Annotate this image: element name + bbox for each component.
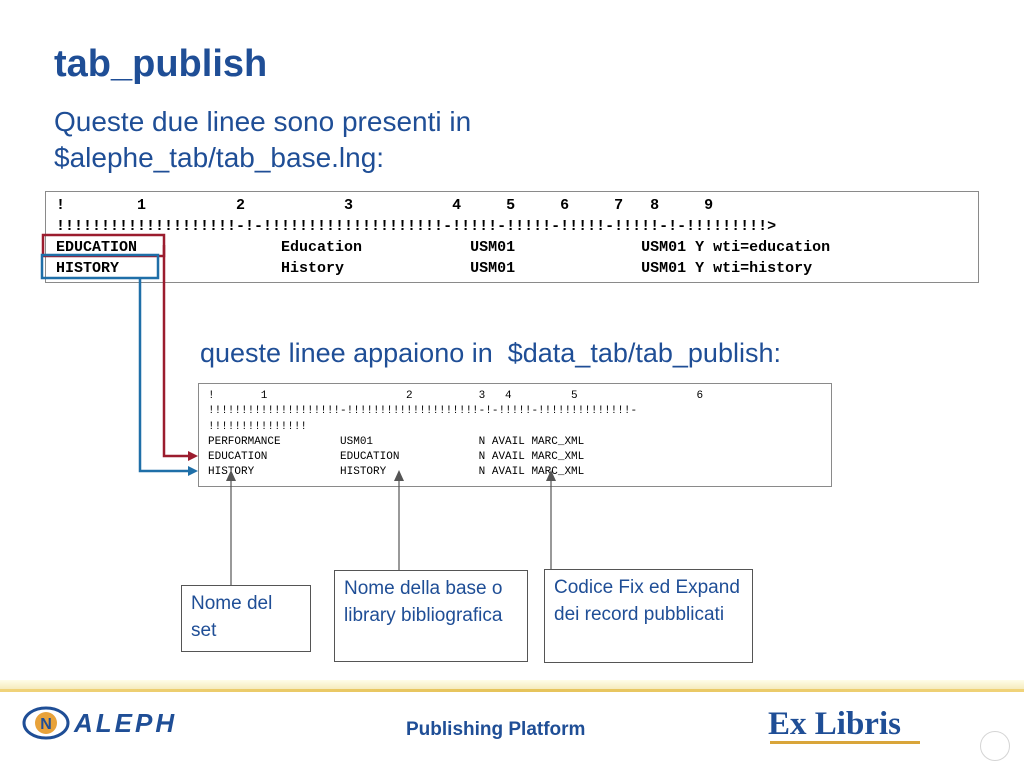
- aleph-logo: N ALEPH: [22, 706, 177, 740]
- tab-base-line-education: EDUCATION Education USM01 USM01 Y wti=ed…: [56, 239, 831, 256]
- middle-caption: queste linee appaiono in $data_tab/tab_p…: [200, 338, 781, 368]
- slide-subtitle: Queste due linee sono presenti in $aleph…: [54, 106, 472, 173]
- blue-connector-line: [138, 278, 190, 473]
- tab-base-line-history: HISTORY History USM01 USM01 Y wti=histor…: [56, 260, 813, 277]
- aleph-logo-icon: N: [22, 706, 70, 740]
- footer-divider: [0, 689, 1024, 692]
- footer-title: Publishing Platform: [406, 719, 586, 740]
- education-highlight-box: [41, 233, 166, 258]
- tab-publish-ruler-marks-cont: !!!!!!!!!!!!!!!: [208, 420, 308, 433]
- tab-publish-line-history: HISTORY HISTORY N AVAIL MARC_XML: [208, 466, 585, 479]
- tab-base-ruler-numbers: ! 1 2 3 4 5 6 7 8 9: [56, 197, 714, 214]
- tab-publish-line-education: EDUCATION EDUCATION N AVAIL MARC_XML: [208, 451, 585, 464]
- svg-text:N: N: [40, 716, 52, 733]
- blue-arrowhead-icon: [188, 466, 198, 476]
- callout-fix-expand: Codice Fix ed Expand dei record pubblica…: [544, 569, 753, 663]
- tab-base-code-box: ! 1 2 3 4 5 6 7 8 9 !!!!!!!!!!!!!!!!!!!!-…: [45, 191, 979, 283]
- red-arrowhead-icon: [188, 451, 198, 461]
- tab-publish-code-box: ! 1 2 3 4 5 6 !!!!!!!!!!!!!!!!!!!!-!!!!!!…: [198, 383, 832, 487]
- ex-libris-underline: [770, 741, 920, 744]
- callout-arrowhead-icon-base: [394, 470, 404, 481]
- tab-publish-ruler-marks: !!!!!!!!!!!!!!!!!!!!-!!!!!!!!!!!!!!!!!!!…: [208, 405, 638, 418]
- slide-title: tab_publish: [54, 43, 268, 85]
- tab-publish-line-performance: PERFORMANCE USM01 N AVAIL MARC_XML: [208, 435, 585, 448]
- callout-set-name: Nome del set: [181, 585, 311, 652]
- tab-base-ruler-marks: !!!!!!!!!!!!!!!!!!!!-!-!!!!!!!!!!!!!!!!!…: [56, 218, 777, 235]
- history-highlight-box: [40, 253, 160, 280]
- red-connector-line: [162, 245, 190, 458]
- callout-arrowhead-icon-fix: [546, 470, 556, 481]
- ex-libris-logo-icon: Ex Libris: [768, 706, 901, 742]
- footer-band: [0, 680, 1024, 690]
- callout-base-name: Nome della base o library bibliografica: [334, 570, 528, 662]
- aleph-logo-text: ALEPH: [74, 707, 178, 738]
- corner-circle-icon: [980, 731, 1010, 761]
- callout-arrowhead-icon-set: [226, 470, 236, 481]
- tab-publish-ruler-numbers: ! 1 2 3 4 5 6: [208, 390, 704, 402]
